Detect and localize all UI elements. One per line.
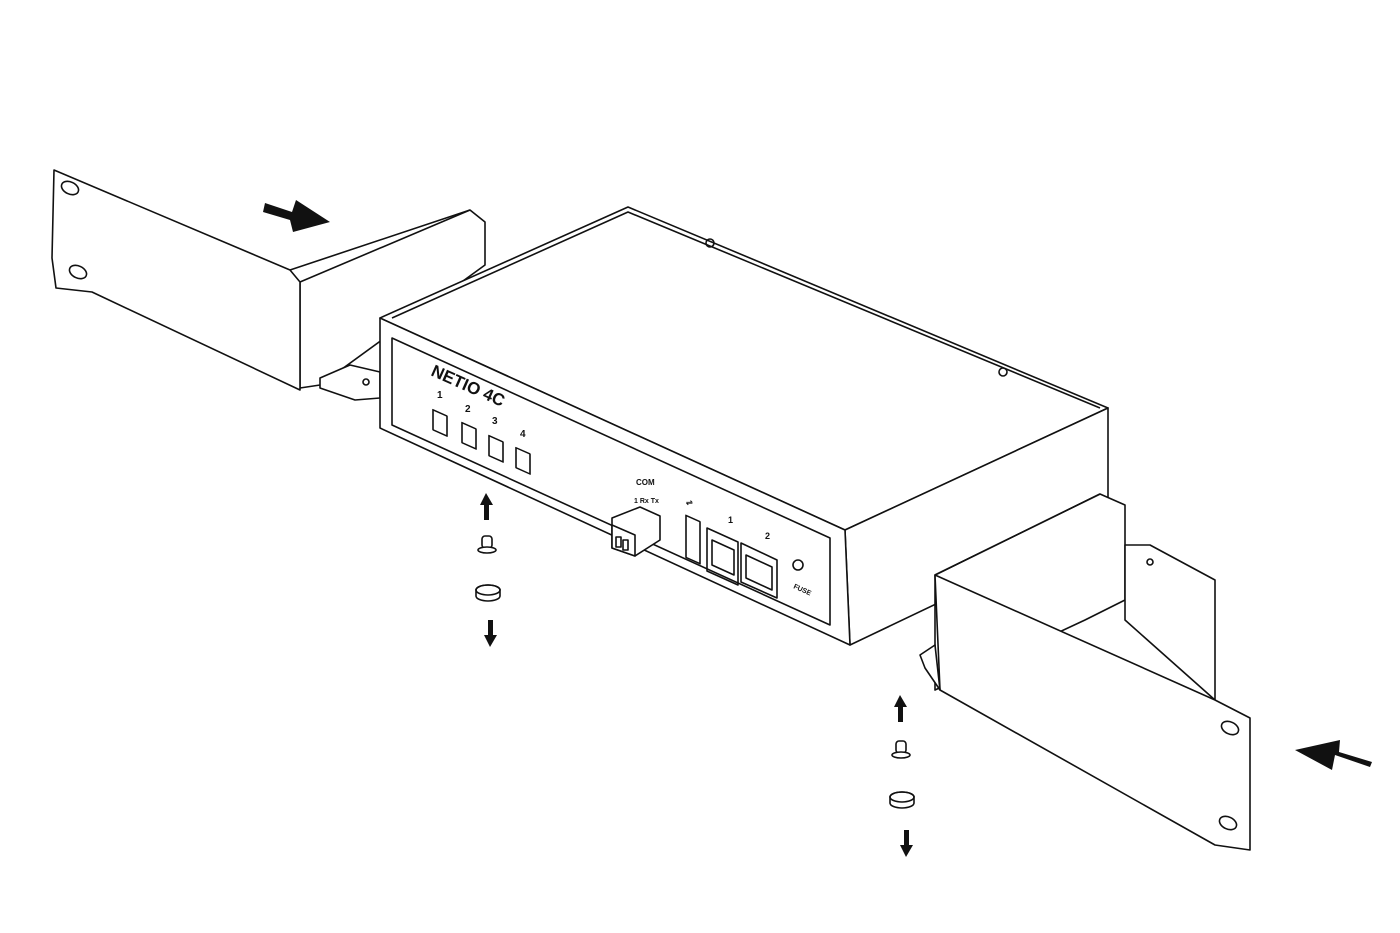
rubber-foot: [889, 791, 915, 809]
outlet-label-2: 2: [465, 404, 471, 415]
lan-label-2: 2: [765, 531, 770, 541]
usb-port: ⇌: [685, 498, 701, 565]
rubber-foot: [475, 584, 501, 602]
com-label: COM: [636, 478, 655, 487]
svg-text:⇌: ⇌: [686, 498, 693, 507]
right-rack-bracket: [919, 493, 1251, 851]
com-pins-label: 1 Rx Tx: [634, 498, 659, 505]
outlet-label-4: 4: [520, 429, 526, 440]
arrow-up-icon: [480, 493, 493, 520]
outlet-label-3: 3: [492, 416, 498, 427]
netio-device: NETIO 4C 1 2 3 4 COM 1 Rx Tx ⇌ 1: [379, 206, 1109, 646]
lan-label-1: 1: [728, 515, 733, 525]
arrow-down-icon: [484, 620, 497, 647]
left-rack-bracket: [51, 169, 486, 401]
arrow-up-icon: [894, 695, 907, 722]
lan-port-1: [706, 527, 739, 586]
arrow-down-icon: [900, 830, 913, 857]
outlet-buttons: [432, 408, 531, 475]
outlet-label-1: 1: [437, 390, 443, 401]
com-terminal-block: [611, 506, 661, 557]
screw: [891, 740, 911, 759]
fuse-holder: [792, 559, 804, 571]
arrow-right-icon: [263, 200, 330, 232]
screw: [477, 535, 497, 554]
arrow-left-icon: [1295, 740, 1372, 770]
lan-port-2: [740, 542, 778, 599]
